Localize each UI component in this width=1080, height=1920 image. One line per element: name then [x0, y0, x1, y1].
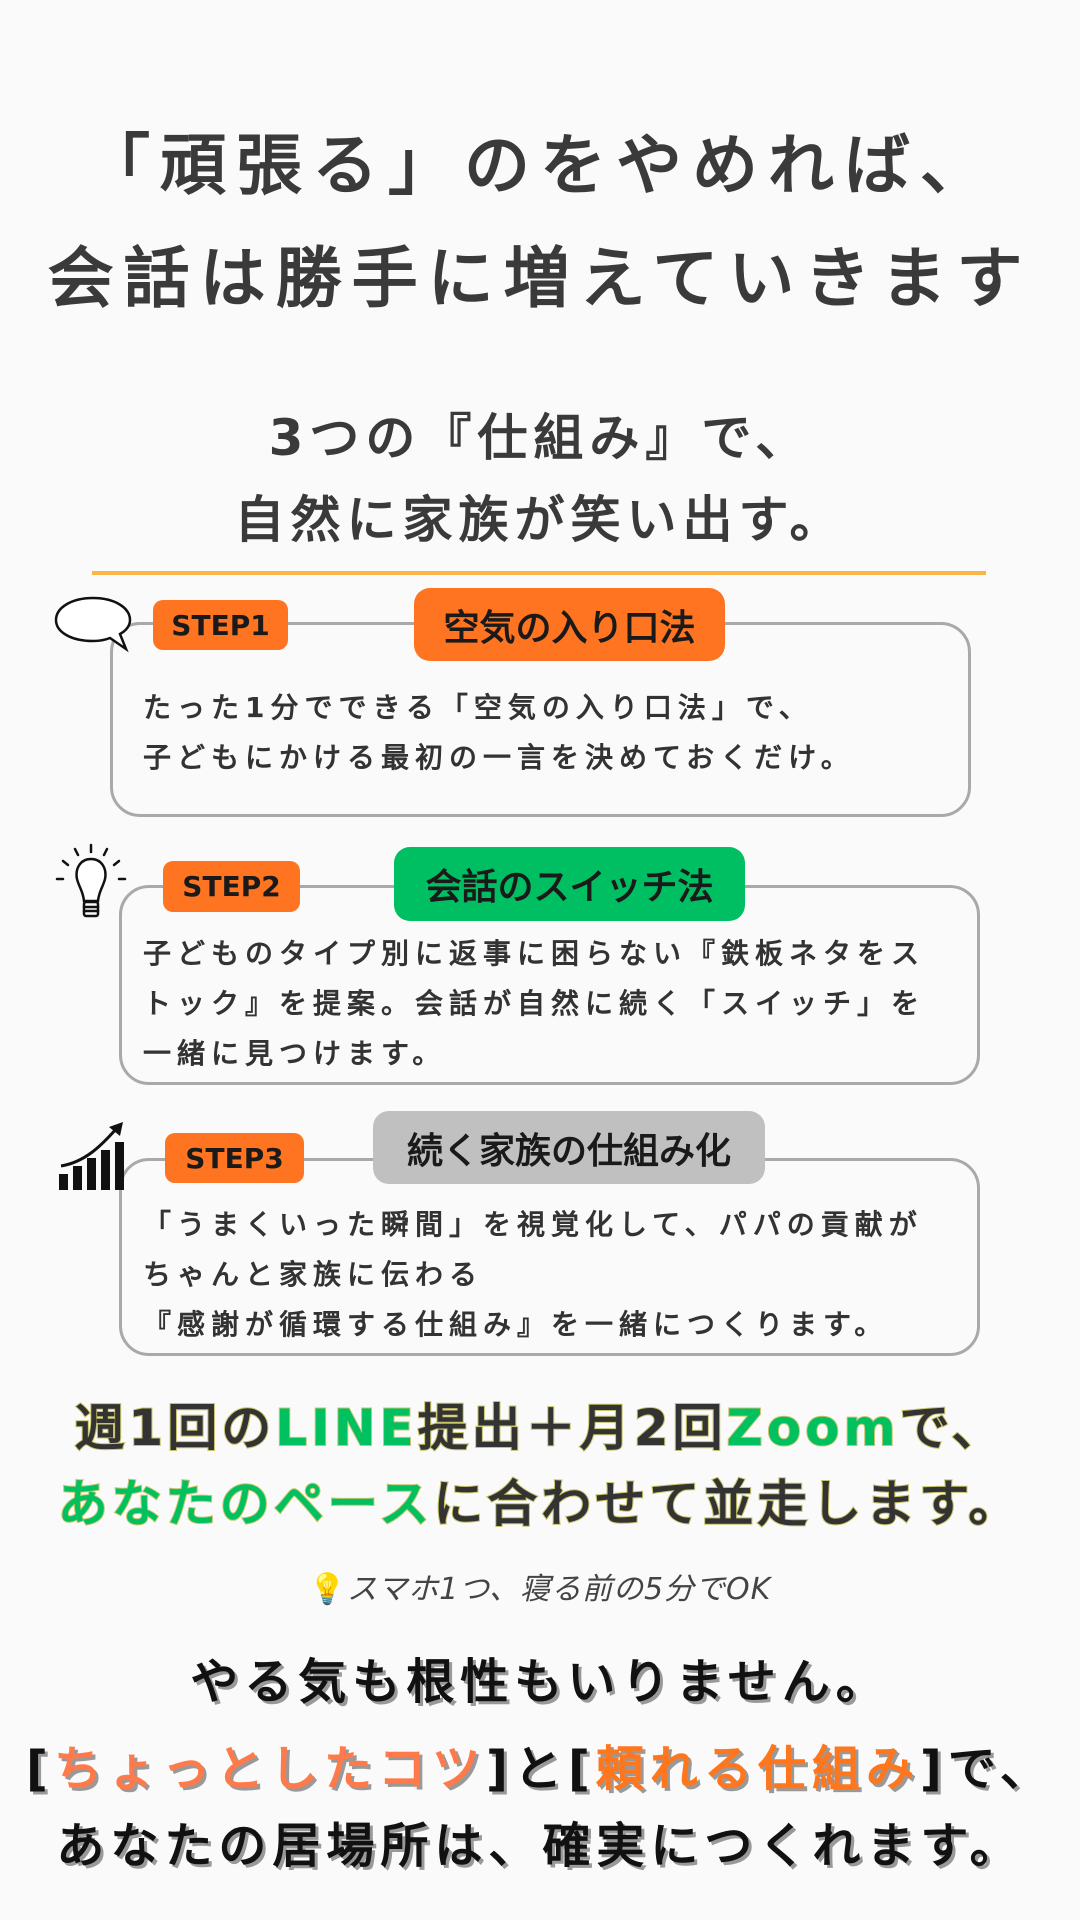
step3-line: 『感謝が循環する仕組み』を一緒につくります。	[143, 1308, 889, 1341]
headline-line2: 会話は勝手に増えていきます	[47, 240, 1033, 317]
promo-highlight-line: LINE	[274, 1398, 418, 1458]
step3-title: 続く家族の仕組み化	[373, 1111, 765, 1184]
step1-description: たった1分でできる「空気の入り口法」で、 子どもにかける最初の一言を決めておくだ…	[143, 683, 855, 783]
closing-line3: あなたの居場所は、確実につくれます。	[56, 1818, 1024, 1874]
promo-highlight-zoom: Zoom	[725, 1398, 900, 1458]
closing-line2: [ちょっとしたコツ]と[頼れる仕組み]で、	[0, 1729, 1080, 1799]
promo-line1: 週1回のLINE提出＋月2回Zoomで、	[0, 1388, 1080, 1460]
step2-line: トック』を提案。会話が自然に続く「スイッチ」を	[143, 987, 926, 1020]
step2-label: STEP2	[163, 861, 300, 912]
headline-line1: 「頑張る」のをやめれば、	[84, 127, 996, 204]
step1-line: 子どもにかける最初の一言を決めておくだけ。	[143, 741, 855, 774]
step3-line: ちゃんと家族に伝わる	[143, 1258, 484, 1291]
step2-line: 子どものタイプ別に返事に困らない『鉄板ネタをス	[143, 937, 926, 970]
closing-highlight-system: 頼れる仕組み	[595, 1741, 920, 1797]
promo-text: 週1回の	[73, 1398, 276, 1458]
promo-text: 提出＋月2回	[417, 1398, 727, 1458]
lightbulb-emoji-icon: 💡	[308, 1572, 347, 1607]
subheadline-line2: 自然に家族が笑い出す。	[234, 491, 846, 549]
step1-title: 空気の入り口法	[414, 588, 725, 661]
speech-bubble-icon	[54, 596, 132, 653]
closing-text: [	[26, 1741, 54, 1797]
promo-text: で、	[899, 1398, 1006, 1458]
step2-description: 子どものタイプ別に返事に困らない『鉄板ネタをス トック』を提案。会話が自然に続く…	[143, 929, 925, 1079]
growth-chart-icon	[59, 1122, 124, 1190]
note-text: スマホ1つ、寝る前の5分でOK	[346, 1572, 772, 1607]
promo-highlight-pace: あなたのペース	[57, 1474, 434, 1534]
promo-line2: あなたのペースに合わせて並走します。	[0, 1464, 1080, 1536]
step2-line: 一緒に見つけます。	[143, 1037, 447, 1070]
closing-line1: やる気も根性もいりません。	[190, 1654, 890, 1710]
step3-label: STEP3	[165, 1133, 304, 1183]
step2-title: 会話のスイッチ法	[394, 847, 745, 921]
step1-label: STEP1	[153, 600, 288, 650]
step3-description: 「うまくいった瞬間」を視覚化して、パパの貢献が ちゃんと家族に伝わる 『感謝が循…	[143, 1200, 923, 1350]
subheadline-line1: 3つの『仕組み』で、	[268, 409, 812, 467]
divider	[92, 571, 986, 575]
step3-card	[119, 1158, 980, 1356]
closing-text: ]で、	[919, 1741, 1054, 1797]
closing-highlight-tips: ちょっとしたコツ	[53, 1741, 486, 1797]
step1-line: たった1分でできる「空気の入り口法」で、	[143, 691, 813, 724]
step3-line: 「うまくいった瞬間」を視覚化して、パパの貢献が	[143, 1208, 923, 1241]
promo-text: に合わせて並走します。	[432, 1474, 1023, 1534]
lightbulb-icon	[55, 843, 127, 918]
closing-text: ]と[	[486, 1741, 596, 1797]
note: 💡スマホ1つ、寝る前の5分でOK	[0, 1564, 1080, 1608]
